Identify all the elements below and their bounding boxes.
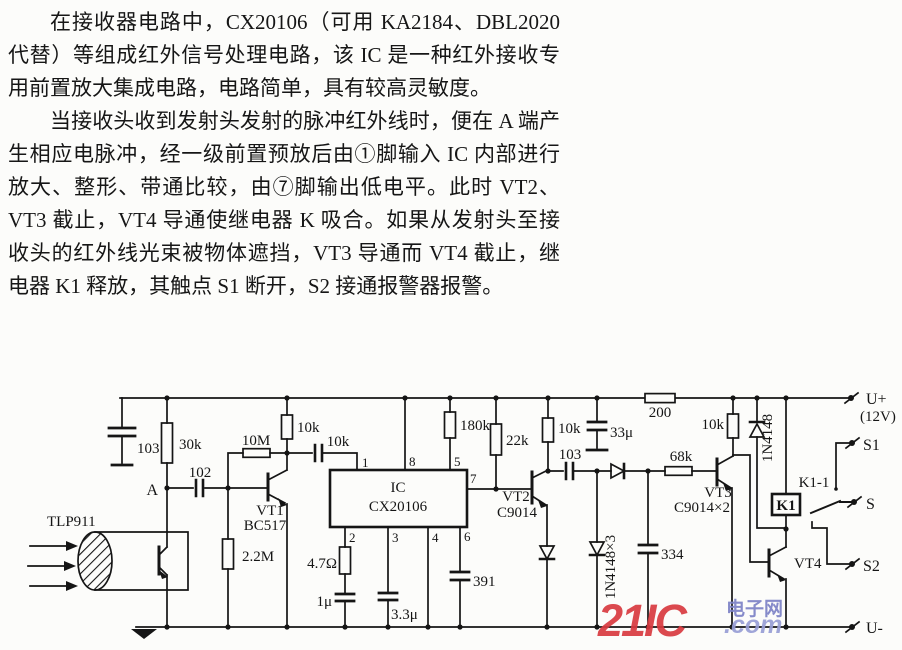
pin8-label: 8	[409, 454, 416, 469]
diode-vt2-emitter	[538, 545, 556, 628]
terminal-s1: S1	[844, 436, 880, 454]
capacitor-334: 334	[637, 468, 684, 628]
resistor-10m-label: 10M	[242, 433, 270, 449]
terminal-s2-label: S2	[863, 558, 880, 575]
capacitor-3u3-label: 3.3μ	[391, 607, 418, 623]
resistor-22k-label: 22k	[506, 433, 529, 449]
paragraph-2: 当接收头收到发射头发射的脉冲红外线时，便在 A 端产生相应电脉冲，经一级前置预放…	[8, 109, 560, 298]
pin6-label: 6	[464, 529, 471, 544]
transistor-vt3: VT3 C9014×2	[674, 437, 770, 628]
junction-dots	[164, 395, 789, 630]
diode-relay-1n4148: 1N4148	[748, 397, 787, 529]
ir-light-arrows-icon	[27, 541, 78, 591]
terminal-s2: S2	[844, 557, 880, 575]
resistor-10k-vt2: 10k	[541, 397, 581, 443]
lens-icon	[77, 531, 113, 591]
resistor-10k-vt2-label: 10k	[558, 421, 581, 437]
resistor-30k-label: 30k	[179, 437, 202, 453]
description-text: 在接收器电路中，CX20106（可用 KA2184、DBL2020 代替）等组成…	[8, 6, 560, 303]
terminal-s-label: S	[866, 496, 875, 513]
resistor-180k-label: 180k	[460, 418, 491, 434]
capacitor-103-left: 103	[107, 397, 160, 467]
resistor-4r7-capacitor-1u: 4.7Ω 1μ	[307, 526, 356, 628]
capacitor-102-label: 102	[189, 465, 212, 481]
resistor-10k-vt3: 10k	[702, 397, 740, 439]
capacitor-1u-label: 1μ	[316, 594, 332, 610]
transistor-vt1: VT1 BC517	[227, 438, 289, 628]
diode-1n4148x3: 1N4148×3	[588, 470, 619, 628]
vt1-label: VT1	[256, 503, 284, 519]
terminal-u-positive-label: U+	[866, 391, 887, 408]
ic-cx20106: IC CX20106 1 8 5 7 2 3 4 6	[328, 454, 477, 545]
capacitor-33u-label: 33μ	[610, 425, 633, 441]
resistor-68k-label: 68k	[670, 449, 693, 465]
terminal-u-positive: U+ (12V)	[843, 391, 896, 425]
pin3-label: 3	[392, 530, 399, 545]
pin2-label: 2	[349, 530, 356, 545]
capacitor-334-label: 334	[661, 547, 684, 563]
capacitor-391-label: 391	[473, 574, 496, 590]
pin5-label: 5	[454, 454, 461, 469]
transistor-vt2: VT2 C9014	[497, 441, 550, 547]
vt4-label: VT4	[794, 556, 822, 572]
capacitor-3u3: 3.3μ	[377, 526, 418, 628]
diode-relay-label: 1N4148	[760, 414, 776, 462]
resistor-10m: 10M	[225, 433, 288, 491]
diode-series	[596, 462, 666, 480]
paragraph-1: 在接收器电路中，CX20106（可用 KA2184、DBL2020 代替）等组成…	[8, 10, 560, 100]
ground-rail-bottom	[131, 626, 850, 639]
vt3-label: VT3	[704, 485, 732, 501]
resistor-2m2-label: 2.2M	[242, 549, 274, 565]
node-a: A	[146, 482, 170, 499]
circuit-schematic: 103 30k A TLP911 102 1	[27, 391, 896, 639]
vt1-model-label: BC517	[244, 518, 287, 534]
ic-name-label: IC	[391, 480, 406, 496]
supply-voltage-label: (12V)	[860, 409, 896, 425]
resistor-68k: 68k	[664, 449, 718, 477]
pin7-label: 7	[470, 471, 477, 486]
resistor-10k-vt1: 10k	[280, 397, 320, 440]
capacitor-input-label: 10k	[327, 434, 350, 450]
ir-receiver-label: TLP911	[47, 514, 96, 530]
pin1-label: 1	[362, 455, 369, 470]
ground-symbol	[131, 629, 157, 639]
resistor-30k: 30k	[160, 397, 202, 488]
node-a-label: A	[146, 482, 158, 499]
capacitor-input-coupling: 10k	[284, 434, 358, 471]
resistor-200-label: 200	[649, 405, 672, 421]
capacitor-102: 102	[166, 465, 229, 498]
resistor-4r7-label: 4.7Ω	[307, 556, 337, 572]
resistor-10k-vt1-label: 10k	[297, 420, 320, 436]
diode-1n4148x3-label: 1N4148×3	[603, 535, 619, 599]
ir-receiver-tlp911: TLP911	[27, 487, 189, 628]
capacitor-391: 391	[449, 526, 496, 628]
terminal-s: S	[846, 495, 875, 513]
capacitor-103-left-label: 103	[137, 441, 160, 457]
capacitor-103-right-label: 103	[559, 447, 582, 463]
resistor-10k-vt3-label: 10k	[702, 417, 725, 433]
relay-contact-label: K1-1	[799, 475, 830, 491]
transistor-vt4: VT4	[767, 545, 822, 628]
relay-coil-label: K1	[776, 498, 795, 514]
terminal-u-negative: U-	[844, 620, 883, 637]
resistor-180k: 180k	[443, 397, 491, 471]
vt3-model-label: C9014×2	[674, 500, 730, 516]
capacitor-33u: 33μ	[585, 397, 633, 452]
pin4-label: 4	[432, 530, 439, 545]
terminal-s1-label: S1	[863, 437, 880, 454]
capacitor-103-right: 103	[545, 447, 598, 481]
resistor-200: 200	[644, 392, 676, 421]
resistor-22k: 22k	[489, 397, 529, 490]
terminal-u-negative-label: U-	[866, 620, 883, 637]
vt2-label: VT2	[502, 489, 530, 505]
resistor-2m2: 2.2M	[221, 487, 274, 628]
ic-model-label: CX20106	[369, 499, 428, 515]
vt2-model-label: C9014	[497, 505, 538, 521]
relay-coil-k1: K1	[770, 397, 802, 548]
relay-contact-k1-1: K1-1 S1 S S2	[799, 436, 880, 575]
